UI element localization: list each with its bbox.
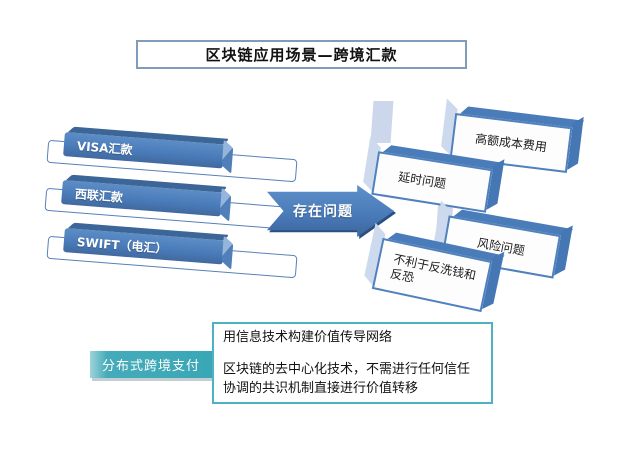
bar-swift-label: SWIFT（电汇）	[76, 234, 168, 256]
slide-title: 区块链应用场景—跨境汇款	[205, 46, 398, 64]
remit-method-swift: SWIFT（电汇）	[46, 228, 298, 279]
solution-description-box: 用信息技术构建价值传导网络 区块链的去中心化技术，不需进行任何信任协调的共识机制…	[212, 322, 493, 404]
problem-aml: 不利于反洗钱和反恐	[364, 222, 505, 313]
problem-aml-label: 不利于反洗钱和反恐	[388, 251, 478, 286]
bar-western-union-label: 西联汇款	[74, 186, 124, 205]
solution-label-badge: 分布式跨境支付	[90, 351, 212, 378]
slide-title-box: 区块链应用场景—跨境汇款	[136, 40, 467, 69]
remit-method-western-union: 西联汇款	[44, 180, 296, 231]
decor-panel	[370, 101, 394, 143]
solution-line2: 区块链的去中心化技术，不需进行任何信任协调的共识机制直接进行价值转移	[223, 361, 471, 396]
problem-high-cost-label: 高额成本费用	[474, 131, 548, 154]
problem-delay-label: 延时问题	[397, 169, 448, 191]
solution-line1: 用信息技术构建价值传导网络	[223, 330, 393, 345]
remit-method-visa: VISA汇款	[46, 132, 298, 183]
arrow-label: 存在问题	[293, 204, 353, 220]
solution-label: 分布式跨境支付	[101, 359, 200, 374]
bar-visa-label: VISA汇款	[76, 138, 133, 157]
